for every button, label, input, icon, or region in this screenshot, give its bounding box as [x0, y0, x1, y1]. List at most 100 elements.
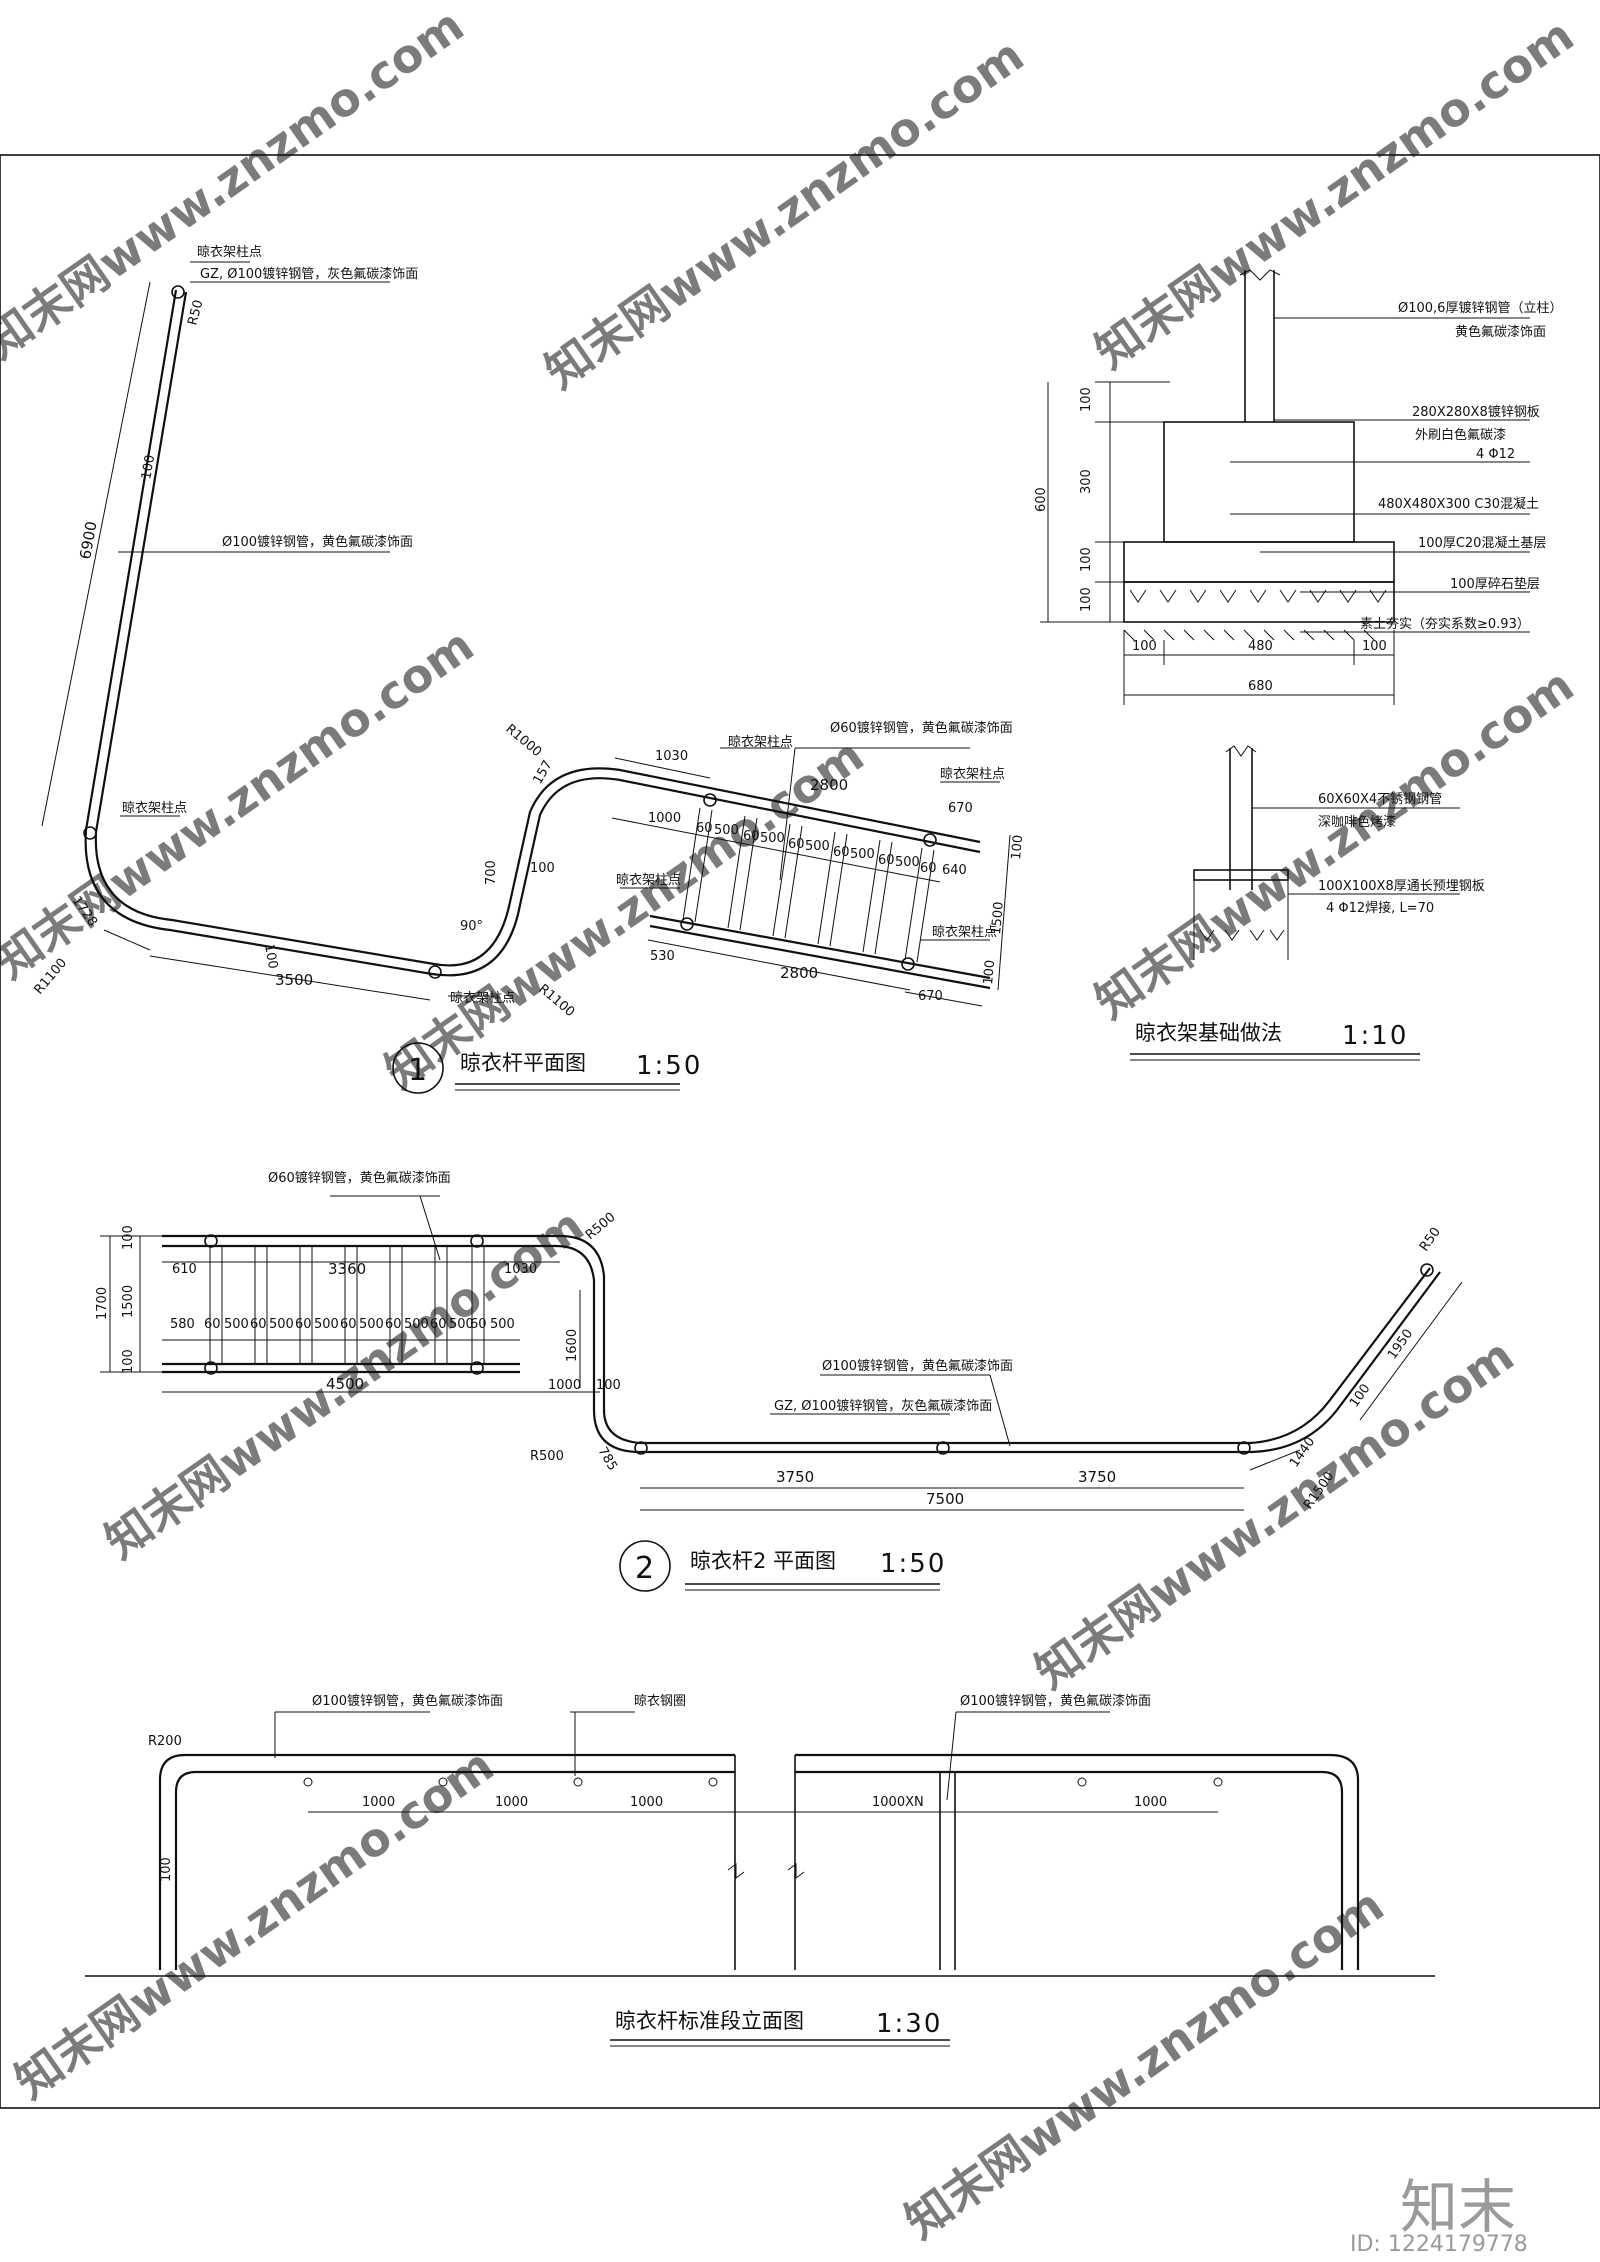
dim-bar: 60	[470, 1317, 487, 1332]
watermark-text: 知末网www.znzmo.com	[1085, 658, 1583, 1029]
drawing-number-circle	[619, 1540, 671, 1592]
dim-1000: 1000	[362, 1795, 395, 1810]
label-pipe-60: Ø60镀锌钢管，黄色氟碳漆饰面	[268, 1170, 451, 1186]
dim-angle-90: 90°	[460, 919, 483, 934]
watermark-logo: 知末	[1400, 2173, 1517, 2241]
dim-100: 100	[121, 1225, 136, 1250]
dim-1000: 1000	[495, 1795, 528, 1810]
dim-bar: 60	[743, 829, 760, 844]
foundation-hdim: 480	[1248, 639, 1273, 654]
dim-100: 100	[261, 943, 280, 970]
elevation-title: 晾衣杆标准段立面图	[615, 2009, 804, 2033]
plan2-title: 晾衣杆2 平面图	[690, 1549, 836, 1573]
foundation-vdim: 300	[1079, 469, 1094, 494]
label-post: 晾衣架柱点	[122, 800, 187, 816]
post-marker	[470, 1361, 484, 1375]
drawing-number: 2	[635, 1551, 654, 1586]
dim-100: 100	[139, 454, 158, 481]
foundation-vdim: 100	[1079, 547, 1094, 572]
elevation: R200 Ø100镀锌钢管，黄色氟碳漆饰面 晾衣钢圈 Ø100镀锌钢管，黄色氟碳…	[85, 1693, 1435, 2047]
dim-r200: R200	[148, 1734, 182, 1749]
foundation-note: 4 Φ12	[1476, 447, 1515, 462]
dim-bar: 500	[895, 855, 920, 870]
dim-bar: 500	[314, 1317, 339, 1332]
label-pipe-100: Ø100镀锌钢管，黄色氟碳漆饰面	[222, 534, 413, 550]
plan2-scale: 1:50	[880, 1549, 946, 1579]
plan-1: 晾衣架柱点 GZ, Ø100镀锌钢管，灰色氟碳漆饰面 R50 6900 100 …	[32, 244, 1026, 1094]
dim-100: 100	[1009, 834, 1026, 860]
dim-bar: 500	[490, 1317, 515, 1332]
foundation-title: 晾衣架基础做法	[1135, 1021, 1282, 1045]
dim-bar: 500	[224, 1317, 249, 1332]
foundation-note: 100厚碎石垫层	[1450, 576, 1540, 592]
dim-610: 610	[172, 1262, 197, 1277]
dim-bar: 60	[430, 1317, 447, 1332]
dim-r50: R50	[1417, 1225, 1444, 1255]
dim-4500: 4500	[326, 1375, 364, 1393]
post-marker	[428, 965, 442, 979]
foundation-hdim: 100	[1132, 639, 1157, 654]
dim-100: 100	[121, 1349, 136, 1374]
post-marker	[171, 285, 185, 299]
label-pipe: Ø100镀锌钢管，黄色氟碳漆饰面	[960, 1693, 1151, 1709]
drawing-frame	[0, 154, 1600, 2109]
dim-1000: 1000	[548, 1378, 581, 1393]
foundation-hdim: 100	[1362, 639, 1387, 654]
dim-r1000: R1000	[502, 722, 544, 761]
drawing-number-circle	[392, 1042, 444, 1094]
label-pipe-100: Ø100镀锌钢管，黄色氟碳漆饰面	[822, 1358, 1013, 1374]
post-marker	[703, 793, 717, 807]
dim-700: 700	[484, 860, 499, 885]
watermark-text: 知末网www.znzmo.com	[895, 1878, 1393, 2249]
dim-1000xn: 1000XN	[872, 1795, 924, 1810]
dim-100: 100	[159, 1857, 174, 1882]
dim-1600: 1600	[565, 1329, 580, 1362]
watermark-text: 知末网www.znzmo.com	[0, 0, 473, 369]
elevation-scale: 1:30	[876, 2009, 942, 2039]
dim-bar: 60	[340, 1317, 357, 1332]
dim-3750: 3750	[1078, 1468, 1116, 1486]
label-post: 晾衣架柱点	[940, 766, 1005, 782]
drawing-number: 1	[408, 1053, 427, 1088]
dim-bar: 60	[295, 1317, 312, 1332]
label-post: 晾衣架柱点	[197, 244, 262, 260]
rack2-bar-dims: 580 60 500 60 500 60 500 60 500 60 500 6…	[170, 1317, 515, 1332]
dim-3750: 3750	[776, 1468, 814, 1486]
dim-7500: 7500	[926, 1490, 964, 1508]
foundation-vdim: 100	[1079, 387, 1094, 412]
dim-100: 100	[530, 861, 555, 876]
dim-1000: 1000	[630, 1795, 663, 1810]
detail-note: 60X60X4不锈钢钢管	[1318, 792, 1442, 807]
post-marker	[923, 833, 937, 847]
label-pipe-60: Ø60镀锌钢管，黄色氟碳漆饰面	[830, 720, 1013, 736]
dim-r50: R50	[185, 298, 206, 327]
post-marker	[83, 826, 97, 840]
post-marker	[470, 1234, 484, 1248]
dim-100: 100	[1347, 1381, 1374, 1410]
dim-bar: 500	[760, 831, 785, 846]
dim-3360: 3360	[328, 1260, 366, 1278]
dim-3500: 3500	[275, 971, 313, 989]
label-post: 晾衣架柱点	[616, 872, 681, 888]
foundation-scale: 1:10	[1342, 1021, 1408, 1051]
dim-1030: 1030	[504, 1262, 537, 1277]
dim-1500: 1500	[989, 901, 1007, 935]
foundation-note: 480X480X300 C30混凝土	[1378, 496, 1539, 512]
foundation-note: 外刷白色氟碳漆	[1415, 427, 1506, 443]
watermark-text: 知末网www.znzmo.com	[1025, 1328, 1523, 1699]
label-gz-pipe: GZ, Ø100镀锌钢管，灰色氟碳漆饰面	[774, 1398, 992, 1414]
dim-1000: 1000	[1134, 1795, 1167, 1810]
dim-6900: 6900	[76, 520, 100, 561]
label-ring: 晾衣钢圈	[634, 1693, 686, 1709]
dim-bar: 60	[788, 837, 805, 852]
foundation-htotal: 680	[1248, 679, 1273, 694]
dim-670: 670	[948, 801, 973, 816]
dim-bar: 60	[878, 853, 895, 868]
dim-2800: 2800	[810, 776, 848, 794]
dim-bar: 500	[269, 1317, 294, 1332]
dim-r500: R500	[583, 1210, 619, 1243]
dim-bar: 500	[714, 823, 739, 838]
dim-bar: 60	[920, 861, 937, 876]
